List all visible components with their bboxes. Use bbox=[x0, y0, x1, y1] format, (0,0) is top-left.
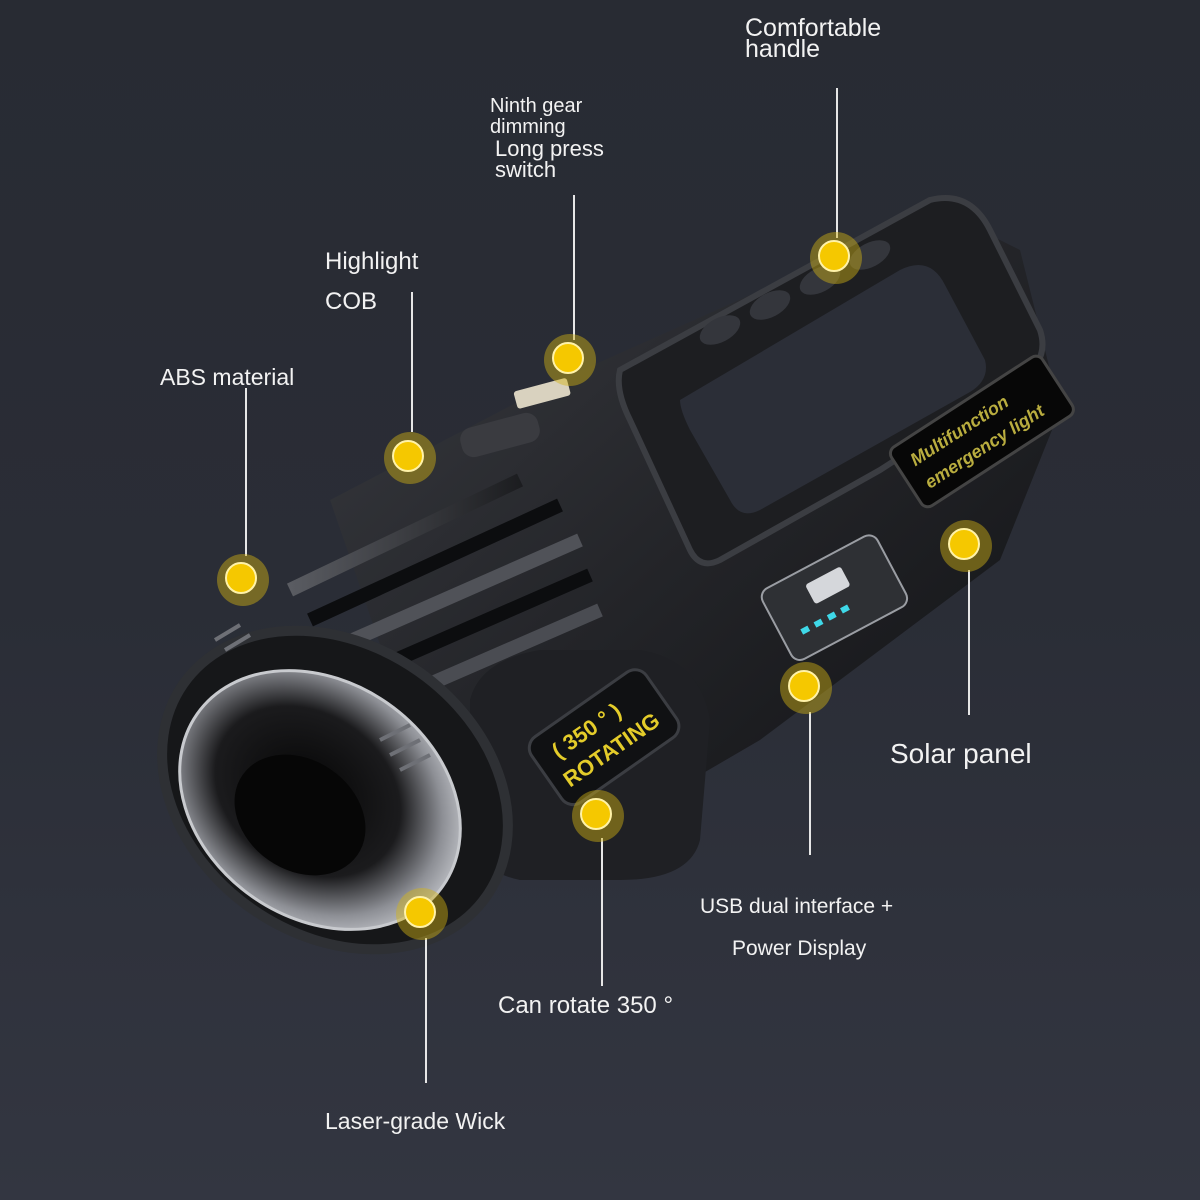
leader-comfortable-handle bbox=[836, 88, 838, 238]
label-line: handle bbox=[745, 35, 821, 63]
label-can-rotate: Can rotate 350 ° bbox=[498, 994, 673, 1018]
label-solar-panel: Solar panel bbox=[890, 740, 1032, 768]
marker-solar-panel[interactable] bbox=[940, 520, 992, 572]
label-line: ABS material bbox=[160, 364, 295, 390]
leader-ninth-gear-switch bbox=[573, 195, 575, 340]
marker-ninth-gear-switch[interactable] bbox=[544, 334, 596, 386]
flashlight-body: Multifunction emergency light ( 350 ° ) bbox=[157, 195, 1075, 955]
marker-comfortable-handle[interactable] bbox=[810, 232, 862, 284]
leader-usb-power-display bbox=[809, 712, 811, 855]
label-line: Long press bbox=[495, 136, 604, 161]
marker-can-rotate[interactable] bbox=[572, 790, 624, 842]
label-line: COB bbox=[325, 288, 378, 315]
leader-highlight-cob bbox=[411, 292, 413, 432]
marker-abs-material[interactable] bbox=[217, 554, 269, 606]
leader-laser-wick bbox=[425, 938, 427, 1083]
label-abs-material: ABS material bbox=[160, 366, 294, 389]
label-line: Solar panel bbox=[890, 738, 1032, 769]
leader-abs-material bbox=[245, 388, 247, 556]
label-laser-wick: Laser-grade Wick bbox=[325, 1110, 505, 1133]
leader-solar-panel bbox=[968, 570, 970, 715]
label-line: switch bbox=[495, 157, 557, 182]
label-usb-power-display: USB dual interface + Power Display bbox=[700, 886, 893, 970]
label-line: Laser-grade Wick bbox=[325, 1108, 506, 1134]
label-line: USB dual interface + bbox=[700, 895, 894, 918]
label-line: Comfortable bbox=[745, 14, 882, 42]
label-highlight-cob: Highlight COB bbox=[325, 242, 418, 322]
label-line: Can rotate 350 ° bbox=[498, 992, 674, 1019]
label-line: Ninth gear bbox=[490, 95, 583, 117]
marker-usb-power-display[interactable] bbox=[780, 662, 832, 714]
label-line: dimming bbox=[490, 116, 566, 138]
label-ninth-gear-switch: Ninth gear dimming Long press switch bbox=[490, 95, 604, 182]
leader-can-rotate bbox=[601, 838, 603, 986]
marker-highlight-cob[interactable] bbox=[384, 432, 436, 484]
label-comfortable-handle: Comfortable handle bbox=[745, 14, 882, 63]
marker-laser-wick[interactable] bbox=[396, 888, 448, 940]
label-line: Power Display bbox=[732, 937, 867, 960]
label-line: Highlight bbox=[325, 248, 419, 275]
